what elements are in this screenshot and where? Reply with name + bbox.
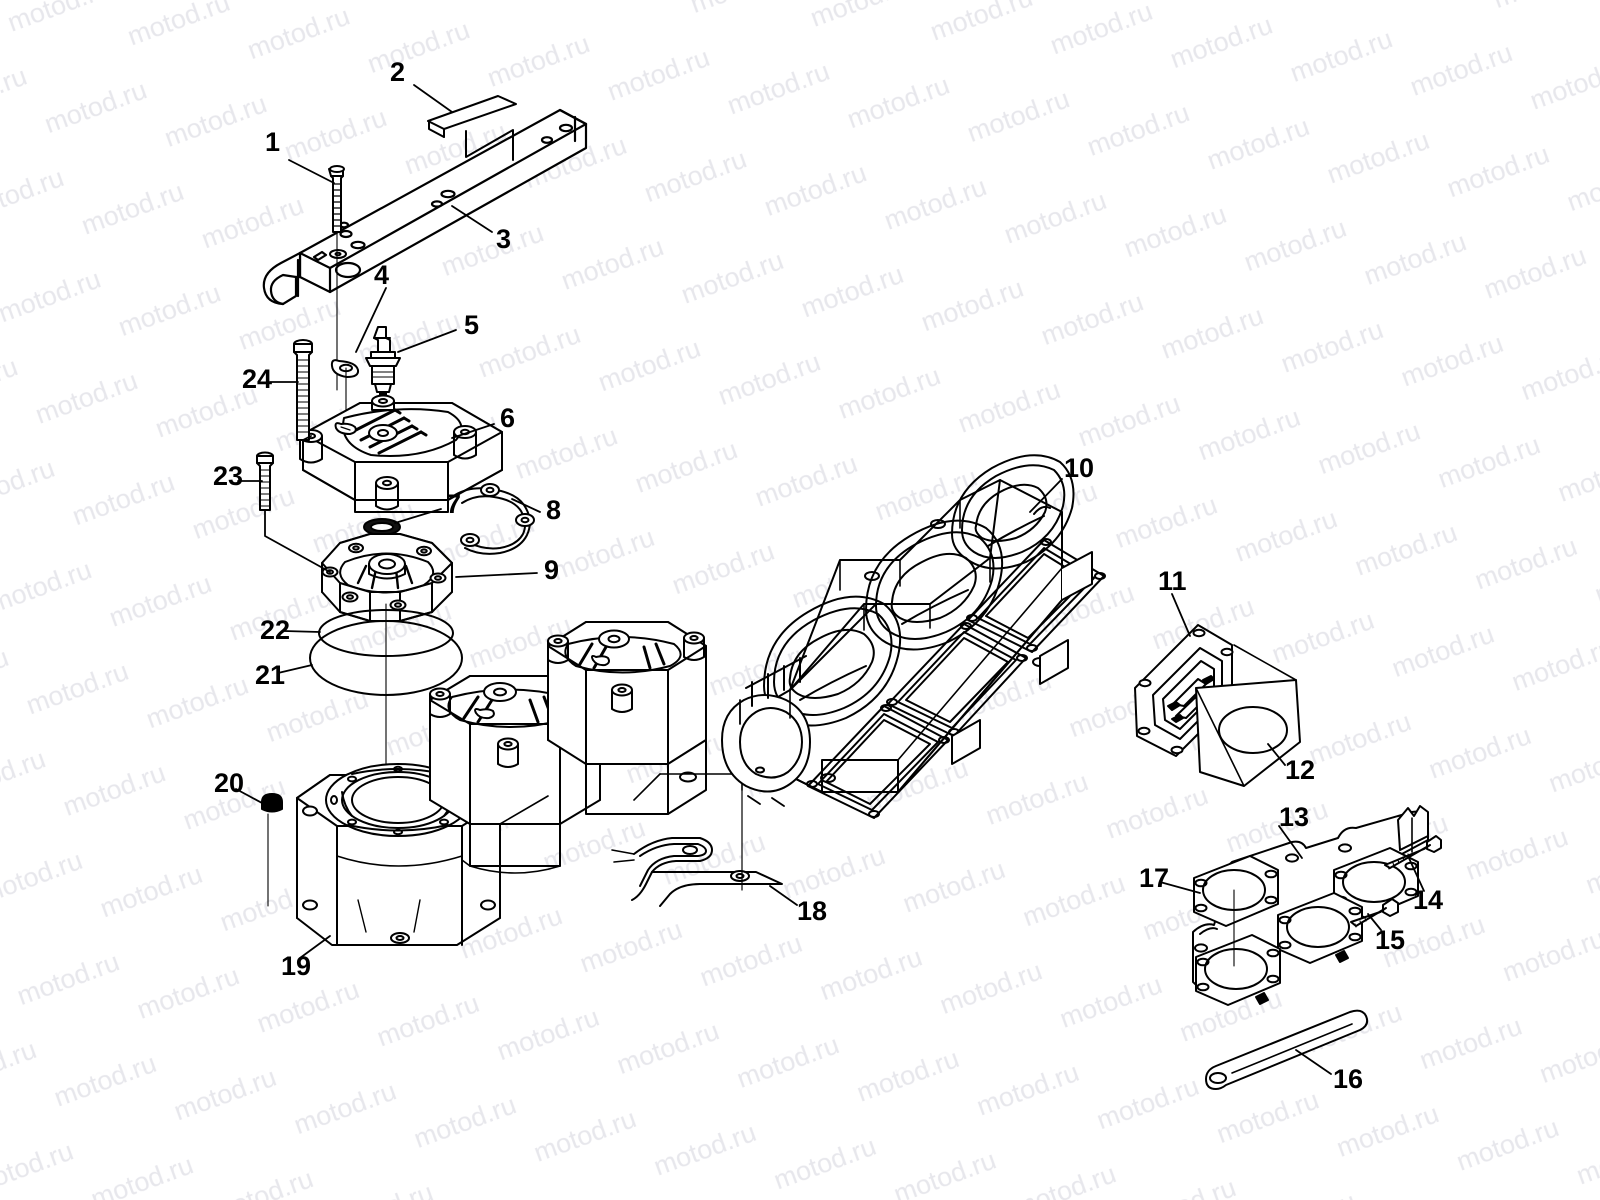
callout-2: 2: [390, 57, 406, 87]
callout-23: 23: [213, 461, 244, 491]
callout-10: 10: [1064, 453, 1095, 483]
callout-9: 9: [544, 555, 560, 585]
part-10-crankcase: [721, 454, 1106, 819]
callout-5: 5: [464, 310, 480, 340]
part-8-head-gasket: [454, 483, 535, 555]
callout-24: 24: [242, 364, 273, 394]
callout-21: 21: [255, 660, 286, 690]
callout-15: 15: [1375, 925, 1406, 955]
callout-12: 12: [1285, 755, 1316, 785]
callout-22: 22: [260, 615, 291, 645]
part-6-head-cover: [299, 394, 503, 513]
part-9-cylinder-head: [321, 533, 453, 622]
part-24-long-bolt: [293, 339, 313, 441]
callout-16: 16: [1333, 1064, 1364, 1094]
callout-6: 6: [500, 403, 516, 433]
callout-7: 7: [446, 489, 462, 519]
part-7-oring-small: [363, 518, 401, 536]
part-20-plug: [261, 793, 283, 907]
callout-18: 18: [797, 896, 828, 926]
callout-20: 20: [214, 768, 245, 798]
callout-19: 19: [281, 951, 312, 981]
callout-13: 13: [1279, 802, 1310, 832]
callout-8: 8: [546, 495, 562, 525]
callout-3: 3: [496, 224, 512, 254]
callout-4: 4: [374, 260, 390, 290]
callout-17: 17: [1139, 863, 1170, 893]
callout-14: 14: [1413, 885, 1444, 915]
callout-11: 11: [1158, 566, 1187, 596]
callout-1: 1: [265, 127, 281, 157]
part-19-cylinder-block: [296, 621, 707, 946]
part-3-lead-cover: [262, 108, 588, 306]
